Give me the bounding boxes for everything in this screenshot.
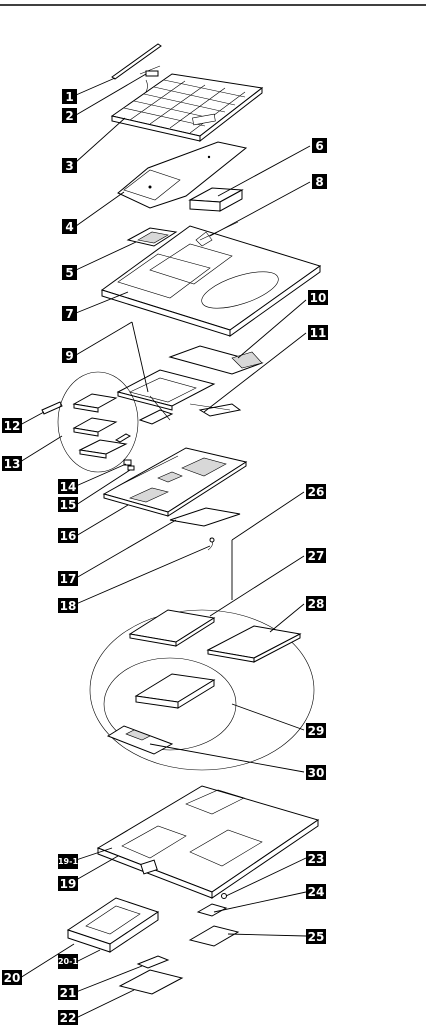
callout-21: 21 <box>58 985 78 1000</box>
callout-26: 26 <box>306 484 326 499</box>
part-small-cable <box>139 65 161 93</box>
callout-13: 13 <box>2 456 22 471</box>
part-system-board <box>102 447 248 517</box>
callout-14: 14 <box>58 479 78 494</box>
callout-6: 6 <box>312 138 327 153</box>
callout-28: 28 <box>306 596 326 611</box>
svg-text:17: 17 <box>60 572 77 586</box>
callout-25: 25 <box>306 929 326 944</box>
callout-23: 23 <box>306 851 326 866</box>
svg-text:3: 3 <box>65 159 73 173</box>
part-small-board <box>126 227 178 247</box>
callout-20-1: 20-1 <box>58 954 78 969</box>
svg-text:8: 8 <box>315 175 323 189</box>
part-bottom-case <box>96 785 320 899</box>
svg-text:16: 16 <box>60 529 77 543</box>
part-card-group <box>57 371 139 473</box>
part-small-drive <box>188 187 244 212</box>
svg-text:27: 27 <box>308 549 325 563</box>
part-top-case <box>100 221 322 337</box>
svg-text:23: 23 <box>308 852 325 866</box>
part-speaker-assembly <box>169 507 241 551</box>
svg-text:26: 26 <box>308 485 325 499</box>
svg-text:20: 20 <box>4 971 21 985</box>
svg-text:7: 7 <box>65 307 73 321</box>
part-battery <box>66 897 160 953</box>
callout-20: 20 <box>2 970 22 985</box>
svg-text:6: 6 <box>315 139 323 153</box>
callout-3: 3 <box>62 158 77 173</box>
svg-text:28: 28 <box>308 597 325 611</box>
callout-11: 11 <box>308 325 328 340</box>
part-frame-assembly <box>116 369 242 425</box>
svg-text:5: 5 <box>65 266 73 280</box>
svg-text:13: 13 <box>4 457 21 471</box>
svg-text:12: 12 <box>4 419 21 433</box>
part-small-covers-right <box>188 893 240 947</box>
callout-17: 17 <box>58 571 78 586</box>
callout-2: 2 <box>62 108 77 123</box>
svg-text:20-1: 20-1 <box>58 957 78 966</box>
callout-19: 19 <box>58 876 78 891</box>
svg-text:1: 1 <box>65 90 73 104</box>
callout-22: 22 <box>58 1010 78 1025</box>
callout-5: 5 <box>62 265 77 280</box>
callout-19-1: 19-1 <box>58 854 78 869</box>
svg-text:21: 21 <box>60 986 77 1000</box>
part-keyboard <box>110 73 264 143</box>
callout-29: 29 <box>306 723 326 738</box>
svg-text:4: 4 <box>65 220 73 234</box>
svg-text:18: 18 <box>60 599 77 613</box>
svg-text:10: 10 <box>310 291 327 305</box>
svg-text:30: 30 <box>308 766 325 780</box>
callout-1: 1 <box>62 89 77 104</box>
part-memory-module <box>118 955 184 995</box>
svg-text:11: 11 <box>310 326 327 340</box>
callout-12: 12 <box>2 418 22 433</box>
callout-18: 18 <box>58 598 78 613</box>
svg-text:25: 25 <box>308 930 325 944</box>
svg-text:15: 15 <box>60 498 77 512</box>
svg-text:2: 2 <box>65 109 73 123</box>
svg-text:24: 24 <box>308 885 325 899</box>
callout-4: 4 <box>62 219 77 234</box>
callout-24: 24 <box>306 884 326 899</box>
callout-27: 27 <box>306 548 326 563</box>
leader-lines <box>19 73 311 1019</box>
callout-8: 8 <box>312 174 327 189</box>
svg-text:29: 29 <box>308 724 325 738</box>
callout-30: 30 <box>306 765 326 780</box>
svg-text:19: 19 <box>60 877 77 891</box>
callout-16: 16 <box>58 528 78 543</box>
part-connectors <box>123 459 135 471</box>
callout-9: 9 <box>62 348 77 363</box>
svg-text:19-1: 19-1 <box>58 857 78 866</box>
part-thin-board <box>168 345 264 375</box>
part-shield-bracket <box>117 141 248 209</box>
svg-text:22: 22 <box>60 1011 77 1025</box>
part-drive-options-group <box>89 609 315 771</box>
callout-15: 15 <box>58 497 78 512</box>
callout-7: 7 <box>62 306 77 321</box>
svg-text:9: 9 <box>65 349 73 363</box>
callout-10: 10 <box>308 290 328 305</box>
svg-text:14: 14 <box>60 480 77 494</box>
